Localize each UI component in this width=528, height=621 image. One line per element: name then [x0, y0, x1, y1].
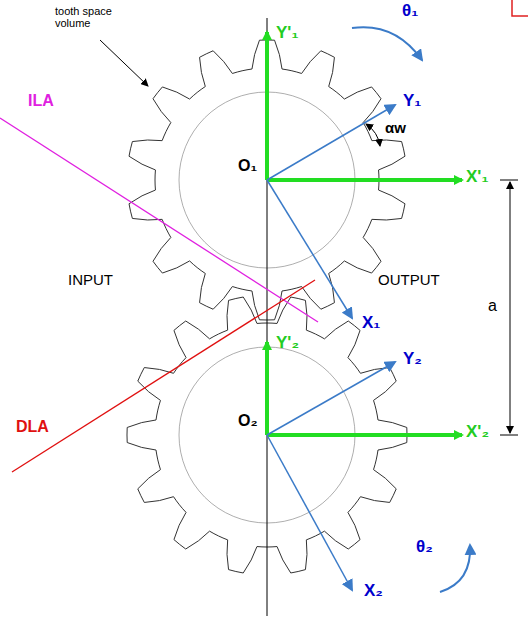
axis-label: Y'₂: [276, 334, 299, 353]
centre-label: O₁: [238, 157, 257, 175]
region-label: INPUT: [68, 272, 113, 289]
line-label: ILA: [28, 92, 54, 110]
axis-arrow: [267, 435, 352, 590]
axis-label: X₁: [362, 314, 380, 333]
axis-label: Y₂: [403, 350, 422, 369]
ila-line: [0, 118, 318, 322]
axis-arrow: [267, 105, 395, 180]
angle-arc: [366, 124, 380, 146]
angle-label: θ₂: [416, 538, 433, 557]
axis-arrow: [265, 342, 269, 435]
dimension-tick: [500, 435, 518, 436]
dla-line: [12, 280, 315, 472]
angle-label: θ₁: [402, 2, 418, 21]
leader-line: [100, 40, 148, 86]
axis-label: X₂: [364, 582, 383, 601]
axis-label: Y₁: [403, 92, 421, 111]
callout-text: tooth space volume: [55, 5, 125, 29]
axis-label: X'₁: [466, 168, 488, 187]
rotation-arrow: [440, 545, 470, 592]
axis-arrow: [265, 32, 269, 180]
angle-label: αw: [385, 120, 406, 137]
dimension-label: a: [488, 297, 497, 315]
axis-arrow: [267, 180, 352, 318]
region-label: OUTPUT: [378, 272, 440, 289]
dimension-tick: [500, 180, 518, 181]
centre-label: O₂: [238, 412, 258, 430]
axis-arrow: [267, 433, 462, 437]
axis-arrow: [267, 362, 395, 435]
centre-line: [267, 18, 268, 616]
axis-label: Y'₁: [276, 24, 298, 43]
axis-label: X'₂: [466, 423, 489, 442]
rotation-arrow: [352, 27, 422, 60]
line-label: DLA: [16, 418, 49, 436]
axis-arrow: [267, 178, 462, 182]
corner-mark: [512, 0, 528, 16]
dimension-line: [510, 182, 511, 433]
